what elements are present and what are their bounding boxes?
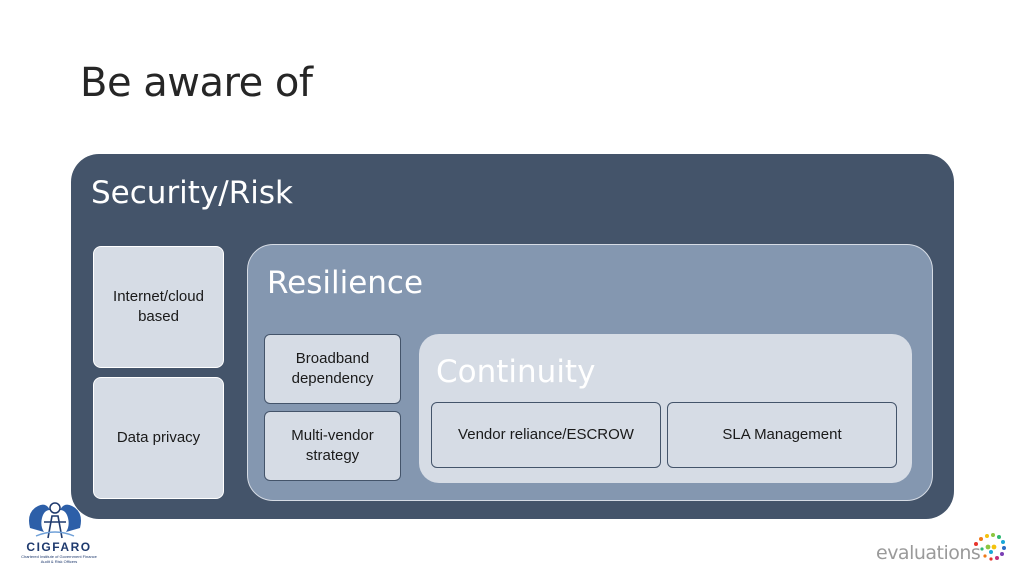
sla-management-label: SLA Management	[722, 426, 842, 443]
resilience-title: Resilience	[267, 265, 424, 301]
broadband-dependency-label: Broadband dependency	[291, 350, 374, 387]
evaluations-logo: evaluations	[872, 530, 1012, 570]
security-risk-title: Security/Risk	[91, 175, 293, 211]
multi-vendor-strategy-card: Multi-vendor strategy	[264, 411, 401, 481]
vendor-reliance-card: Vendor reliance/ESCROW	[431, 402, 661, 468]
evaluations-wordmark: evaluations	[876, 542, 981, 564]
cigfaro-logo: CIGFARO Chartered Institute of Governmen…	[12, 498, 102, 570]
data-privacy-card: Data privacy	[93, 377, 224, 499]
multi-vendor-strategy-label: Multi-vendor strategy	[291, 427, 374, 464]
vendor-reliance-label: Vendor reliance/ESCROW	[458, 426, 634, 443]
cigfaro-tagline: Chartered Institute of Government Financ…	[21, 554, 97, 564]
evaluations-dots-icon	[974, 533, 1006, 561]
data-privacy-label: Data privacy	[116, 429, 201, 446]
internet-cloud-label: Internet/cloud based	[113, 288, 204, 325]
cigfaro-wordmark: CIGFARO	[26, 540, 92, 554]
cigfaro-emblem-icon	[29, 502, 81, 539]
internet-cloud-card: Internet/cloud based	[93, 246, 224, 368]
continuity-title: Continuity	[436, 354, 596, 390]
broadband-dependency-card: Broadband dependency	[264, 334, 401, 404]
sla-management-card: SLA Management	[667, 402, 897, 468]
slide-title: Be aware of	[80, 60, 313, 106]
